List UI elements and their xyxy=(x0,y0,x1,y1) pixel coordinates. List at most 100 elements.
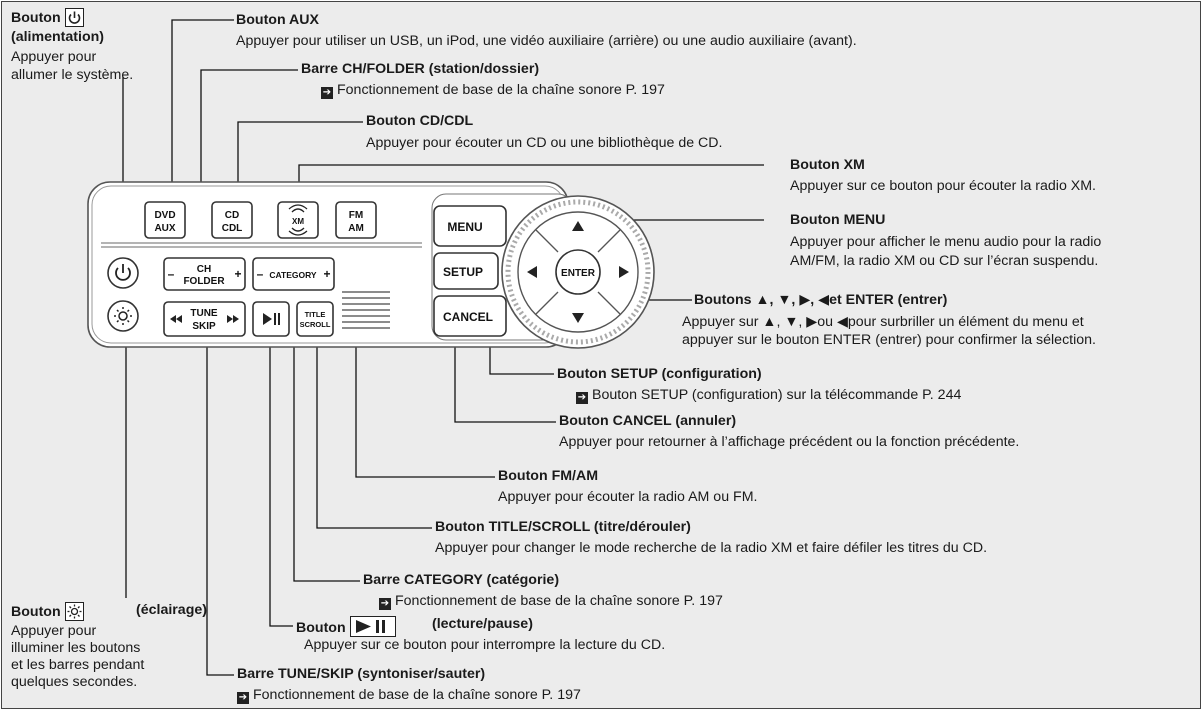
title-scroll-button[interactable] xyxy=(296,301,334,337)
power-icon xyxy=(115,267,131,281)
fm-am-button[interactable] xyxy=(335,201,377,239)
light-callout-desc-1: Appuyer pour xyxy=(11,623,97,639)
reference-arrow-icon: ➔ xyxy=(379,598,391,610)
enter-label: ENTER xyxy=(561,268,596,279)
cdl-label: CDL xyxy=(222,223,243,234)
power-icon xyxy=(64,8,84,27)
cd-callout-title: Bouton CD/CDL xyxy=(366,113,474,129)
reference-arrow-icon: ➔ xyxy=(237,692,249,704)
power-callout-sub: (alimentation) xyxy=(11,29,105,45)
title-scroll-callout-title: Bouton TITLE/SCROLL (titre/dérouler) xyxy=(435,519,691,535)
reference-arrow-icon: ➔ xyxy=(321,87,333,99)
play-pause-icon xyxy=(263,313,280,325)
menu-label: MENU xyxy=(447,220,482,234)
play-callout-sub: (lecture/pause) xyxy=(432,616,533,632)
skip-label: SKIP xyxy=(192,321,216,332)
play-pause-icon xyxy=(349,616,396,637)
audio-control-panel: DVD AUX CD CDL XM FM AM xyxy=(87,181,655,349)
fmam-callout-title: Bouton FM/AM xyxy=(498,468,599,484)
cd-label: CD xyxy=(225,210,239,221)
am-label: AM xyxy=(348,223,364,234)
menu-button[interactable] xyxy=(433,205,507,247)
reference-arrow-icon: ➔ xyxy=(576,392,588,404)
arrows-callout-desc-1: Appuyer sur ▲, ▼, ▶ou ◀pour surbriller u… xyxy=(682,314,1084,330)
category-plus: + xyxy=(323,267,330,281)
arrows-callout-desc-2: appuyer sur le bouton ENTER (entrer) pou… xyxy=(682,332,1096,348)
dvd-aux-button[interactable] xyxy=(144,201,186,239)
tune-callout-ref: ➔Fonctionnement de base de la chaîne son… xyxy=(237,687,581,704)
cancel-button[interactable] xyxy=(433,295,507,337)
left-triangle-icon: ◀ xyxy=(818,292,830,308)
dvd-label: DVD xyxy=(154,210,175,221)
category-callout-ref: ➔Fonctionnement de base de la chaîne son… xyxy=(379,593,723,610)
category-bar[interactable] xyxy=(252,257,335,291)
power-callout-desc-2: allumer le système. xyxy=(11,67,134,83)
light-callout-desc-3: et les barres pendant xyxy=(11,657,145,673)
category-minus: – xyxy=(257,267,264,281)
ch-minus: – xyxy=(168,267,175,281)
right-triangle-icon: ▶ xyxy=(806,314,818,330)
arrows-callout-title: Boutons ▲, ▼, ▶, ◀et ENTER (entrer) xyxy=(694,292,948,308)
tune-label: TUNE xyxy=(190,308,218,319)
play-callout-title: Bouton xyxy=(296,616,396,637)
cancel-callout-desc: Appuyer pour retourner à l’affichage pré… xyxy=(559,434,1020,450)
setup-button[interactable] xyxy=(433,252,499,290)
enter-button[interactable] xyxy=(555,249,601,295)
title-label: TITLE xyxy=(305,310,326,319)
setup-callout-title: Bouton SETUP (configuration) xyxy=(557,366,762,382)
left-triangle-icon: ◀ xyxy=(836,314,848,330)
ch-folder-callout-ref: ➔Fonctionnement de base de la chaîne son… xyxy=(321,82,665,99)
title-scroll-callout-desc: Appuyer pour changer le mode recherche d… xyxy=(435,540,988,556)
category-callout-title: Barre CATEGORY (catégorie) xyxy=(363,572,560,588)
xm-button[interactable] xyxy=(277,201,319,239)
menu-callout-desc-2: AM/FM, la radio XM ou CD sur l’écran sus… xyxy=(790,253,1099,269)
cancel-callout-title: Bouton CANCEL (annuler) xyxy=(559,413,737,429)
cd-cdl-button[interactable] xyxy=(211,201,253,239)
ch-folder-callout-title: Barre CH/FOLDER (station/dossier) xyxy=(301,61,540,77)
power-button[interactable] xyxy=(107,257,139,289)
category-label: CATEGORY xyxy=(269,270,317,280)
menu-callout-title: Bouton MENU xyxy=(790,212,886,228)
speaker-grille xyxy=(342,291,390,329)
xm-callout-desc: Appuyer sur ce bouton pour écouter la ra… xyxy=(790,178,1096,194)
play-callout-desc: Appuyer sur ce bouton pour interrompre l… xyxy=(304,637,666,653)
light-callout-title: Bouton xyxy=(11,602,84,621)
tune-callout-title: Barre TUNE/SKIP (syntoniser/sauter) xyxy=(237,666,486,682)
tune-skip-bar[interactable] xyxy=(163,301,246,337)
xm-label: XM xyxy=(292,217,304,226)
light-callout-desc-2: illuminer les boutons xyxy=(11,640,141,656)
aux-callout-desc: Appuyer pour utiliser un USB, un iPod, u… xyxy=(236,33,857,49)
cd-callout-desc: Appuyer pour écouter un CD ou une biblio… xyxy=(366,135,723,151)
left-arrow-icon[interactable] xyxy=(527,266,537,278)
sun-icon xyxy=(114,307,132,325)
light-callout-sub: (éclairage) xyxy=(136,602,207,618)
setup-label: SETUP xyxy=(443,265,483,279)
power-callout-title: Bouton xyxy=(11,8,84,27)
fmam-callout-desc: Appuyer pour écouter la radio AM ou FM. xyxy=(498,489,758,505)
menu-callout-desc-1: Appuyer pour afficher le menu audio pour… xyxy=(790,234,1102,250)
scroll-label: SCROLL xyxy=(300,320,331,329)
rewind-icon xyxy=(170,315,182,323)
sun-icon xyxy=(64,602,84,621)
fm-label: FM xyxy=(349,210,363,221)
forward-icon xyxy=(227,315,239,323)
ch-folder-bar[interactable] xyxy=(163,257,246,291)
xm-callout-title: Bouton XM xyxy=(790,157,865,173)
light-callout-desc-4: quelques secondes. xyxy=(11,674,138,690)
aux-callout-title: Bouton AUX xyxy=(236,12,320,28)
illumination-button[interactable] xyxy=(107,300,139,332)
down-arrow-icon[interactable] xyxy=(572,313,584,323)
ch-label: CH xyxy=(197,264,211,275)
up-arrow-icon[interactable] xyxy=(572,221,584,231)
power-callout-desc-1: Appuyer pour xyxy=(11,49,97,65)
folder-label: FOLDER xyxy=(183,276,225,287)
ch-plus: + xyxy=(234,267,241,281)
right-arrow-icon[interactable] xyxy=(619,266,629,278)
setup-callout-ref: ➔Bouton SETUP (configuration) sur la tél… xyxy=(576,387,962,404)
right-triangle-icon: ▶ xyxy=(799,292,811,308)
xm-logo-icon xyxy=(288,204,308,236)
cancel-label: CANCEL xyxy=(443,310,493,324)
aux-label: AUX xyxy=(154,223,175,234)
